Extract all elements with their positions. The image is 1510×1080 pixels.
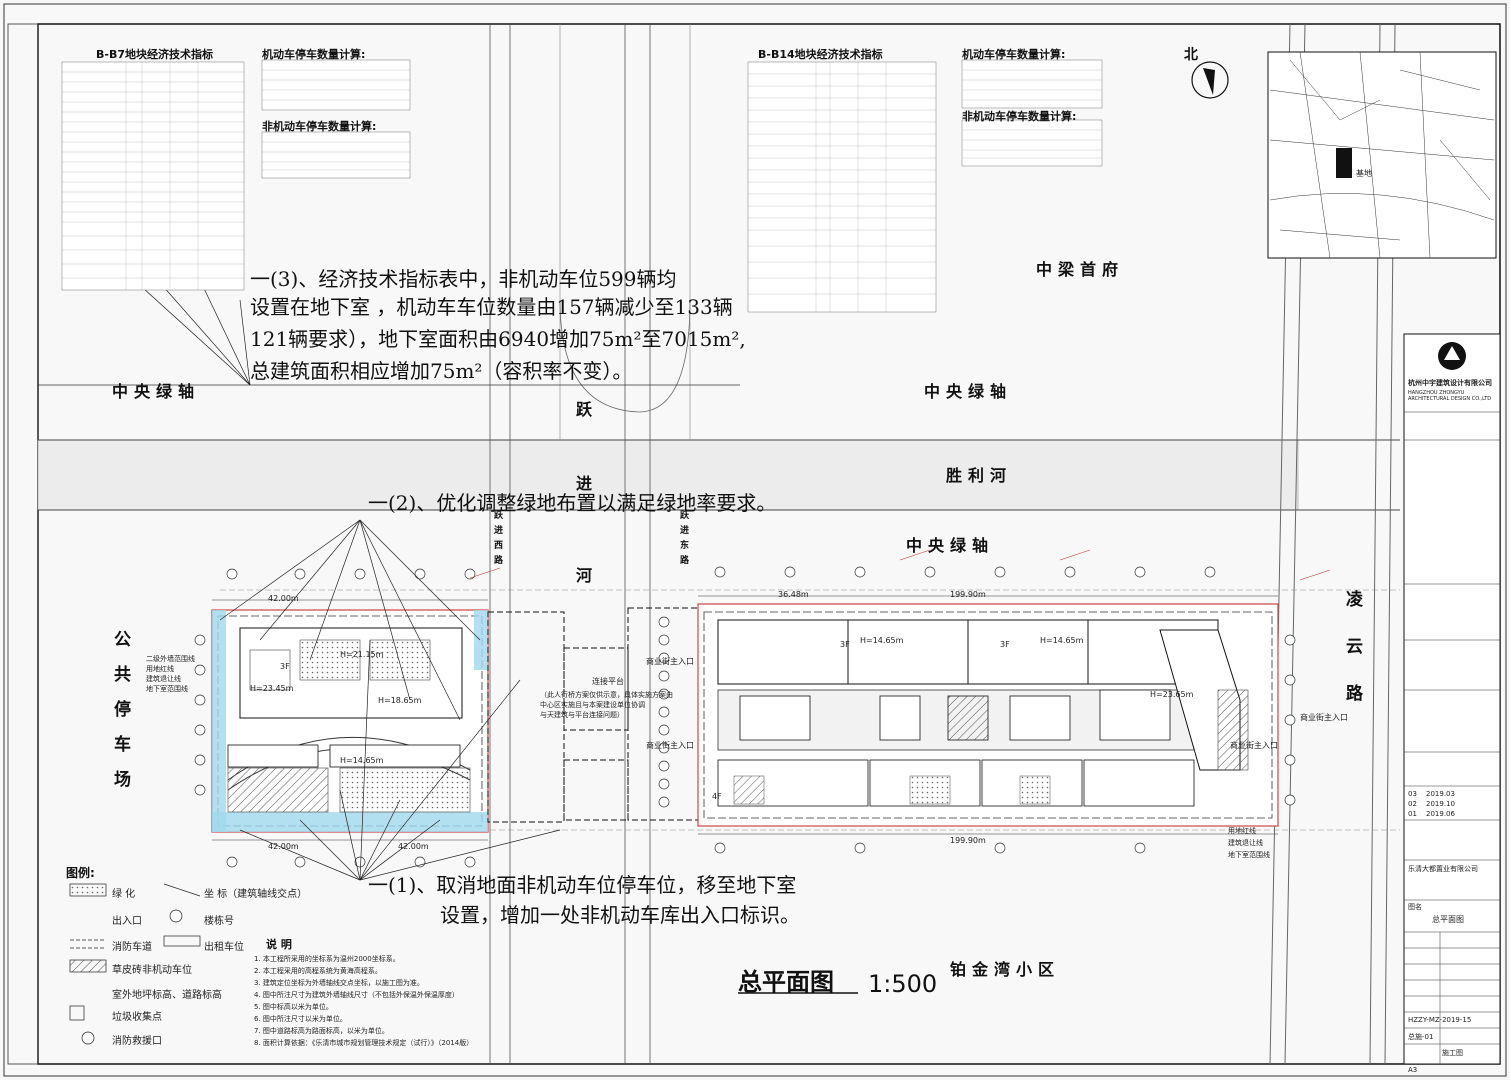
drawing-title: 总平面图 [738,968,834,996]
label-zhongliang: 中梁首府 [1036,260,1125,279]
company-name-en: HANGZHOU ZHONGYU ARCHITECTURAL DESIGN CO… [1408,390,1492,402]
note-1-line-1: 一(1)、取消地面非机动车位停车位，移至地下室 [368,873,797,897]
note-line: 7. 图中道路标高为路面标高，以米为单位。 [254,1027,389,1035]
bridge-note-1: （此人行桥方案仅供示意，具体实施方案由 [540,691,673,699]
note-line: 1. 本工程所采用的坐标系为温州2000坐标系。 [254,955,400,963]
note-line: 6. 图中所注尺寸以米为单位。 [254,1015,347,1023]
note-line: 8. 面积计算依据：《乐清市城市规划管理技术规定（试行）》（2014版） [254,1039,474,1047]
note-3-line-1: 一(3)、经济技术指标表中，非机动车位599辆均 [250,267,677,291]
legend-taxi: 出租车位 [204,942,244,953]
label-green-axis-left: 中央绿轴 [112,382,201,401]
left-line-3: 建筑退让线 [146,675,181,683]
note-line: 3. 建筑定位坐标为外墙轴线交点坐标，以施工图为准。 [254,979,424,987]
label-jin: 进 [576,474,599,493]
legend-fire-lane: 消防车道 [112,942,152,953]
floor-label: 3F [1000,640,1010,649]
note-2: 一(2)、优化调整绿地布置以满足绿地率要求。 [368,491,777,515]
entrance-1: 商业街主入口 [646,657,694,666]
label-key-site: 基地 [1356,169,1372,178]
height-label: H=14.65m [860,636,904,645]
label-green-axis-site: 中央绿轴 [906,536,995,555]
label-green-axis-right: 中央绿轴 [924,382,1013,401]
dim-label: 42.00m [268,842,299,851]
label-platinum-bay: 铂金湾小区 [950,960,1061,979]
label-shengli-river: 胜利河 [946,466,1013,485]
legend-line-3: 地下室范围线 [1228,851,1270,859]
b7-nonmotor-title: 非机动车停车数量计算: [262,120,377,133]
floor-label: 4F [712,792,722,801]
revision-date: 2019.06 [1426,810,1455,818]
label-yuejin-east: 跃进东路 [678,510,688,570]
dim-label: 42.00m [398,842,429,851]
entrance-2: 商业街主入口 [646,741,694,750]
legend-green: 绿 化 [112,889,136,900]
note-3-line-3: 121辆要求），地下室面积由6940增加75m²至7015m², [250,327,746,351]
company-name: 杭州中宇建筑设计有限公司 [1408,379,1492,387]
notes-title: 说 明 [266,938,292,951]
left-line-4: 地下室范围线 [146,685,188,693]
label-north: 北 [1184,47,1204,63]
dim-label: 42.00m [268,594,299,603]
note-3-line-2: 设置在地下室 ，机动车车位数量由157辆减少至133辆 [250,295,733,319]
legend-title: 图例: [66,866,95,880]
sheet-size: A3 [1408,1066,1418,1074]
legend-bike-parking: 草皮砖非机动车位 [112,965,192,976]
legend-line-2: 建筑退让线 [1228,839,1263,847]
bridge-note-3: 与天建筑与平台连接问题） [540,711,624,719]
dim-label: 36.48m [778,590,809,599]
note-line: 2. 本工程采用的高程系统为黄海高程系。 [254,967,382,975]
height-label: H=23.45m [250,684,294,693]
legend-building-no: 楼栋号 [204,916,234,927]
height-label: H=14.65m [1040,636,1084,645]
left-line-1: 二级外墙范围线 [146,655,195,663]
note-line: 5. 图中标高以米为单位。 [254,1003,333,1011]
drawing-name: 总平面图 [1432,915,1464,924]
height-label: H=21.15m [340,650,384,659]
revision-date: 2019.03 [1426,790,1455,798]
note-3-line-4: 总建筑面积相应增加75m²（容积率不变）。 [250,359,633,383]
b14-table-title: B-B14地块经济技术指标 [758,48,883,61]
height-label: H=18.65m [378,696,422,705]
height-label: H=23.65m [1150,690,1194,699]
entrance-4: 商业街主入口 [1300,713,1348,722]
label-public-parking: 公共停车场 [110,630,130,805]
legend-garbage: 垃圾收集点 [112,1012,162,1023]
label-yue: 跃 [576,400,599,419]
drawing-name-label: 图名 [1408,903,1422,911]
label-lingyun-road: 凌云路 [1342,590,1362,731]
legend-line-1: 用地红线 [1228,827,1256,835]
label-he: 河 [576,566,599,585]
dim-label: 199.90m [950,590,986,599]
dim-label: 199.90m [950,836,986,845]
b14-motor-title: 机动车停车数量计算: [962,48,1066,61]
b7-table-title: B-B7地块经济技术指标 [96,48,213,61]
b14-nonmotor-title: 非机动车停车数量计算: [962,110,1077,123]
bridge-label: 连接平台 [592,677,624,686]
client-name: 乐清大都置业有限公司 [1408,865,1478,873]
drawing-scale: 1:500 [868,970,938,998]
sheet-number: 总施-01 [1408,1033,1434,1041]
revision-date: 2019.10 [1426,800,1455,808]
revision: 03 [1408,790,1417,798]
legend-entrance: 出入口 [112,916,142,927]
legend-coord: 坐 标（建筑轴线交点） [204,889,308,900]
b7-motor-title: 机动车停车数量计算: [262,48,366,61]
revision: 01 [1408,810,1417,818]
note-1-line-2: 设置，增加一处非机动车库出入口标识。 [440,903,800,927]
legend-elevation: 室外地坪标高、道路标高 [112,990,222,1001]
legend-rescue: 消防救援口 [112,1036,162,1047]
bridge-note-2: 中心区实施且与本案建设单位协调 [540,701,645,709]
left-line-2: 用地红线 [146,665,174,673]
note-line: 4. 图中所注尺寸为建筑外墙轴线尺寸（不包括外保温外保温厚度） [254,991,459,999]
label-yuejin-west: 跃进西路 [492,510,502,570]
plot-code: HZZY-MZ-2019-15 [1408,1016,1472,1024]
height-label: H=14.65m [340,756,384,765]
floor-label: 3F [840,640,850,649]
stage: 施工图 [1442,1049,1463,1057]
entrance-3: 商业街主入口 [1230,741,1278,750]
revision: 02 [1408,800,1417,808]
floor-label: 3F [280,662,290,671]
